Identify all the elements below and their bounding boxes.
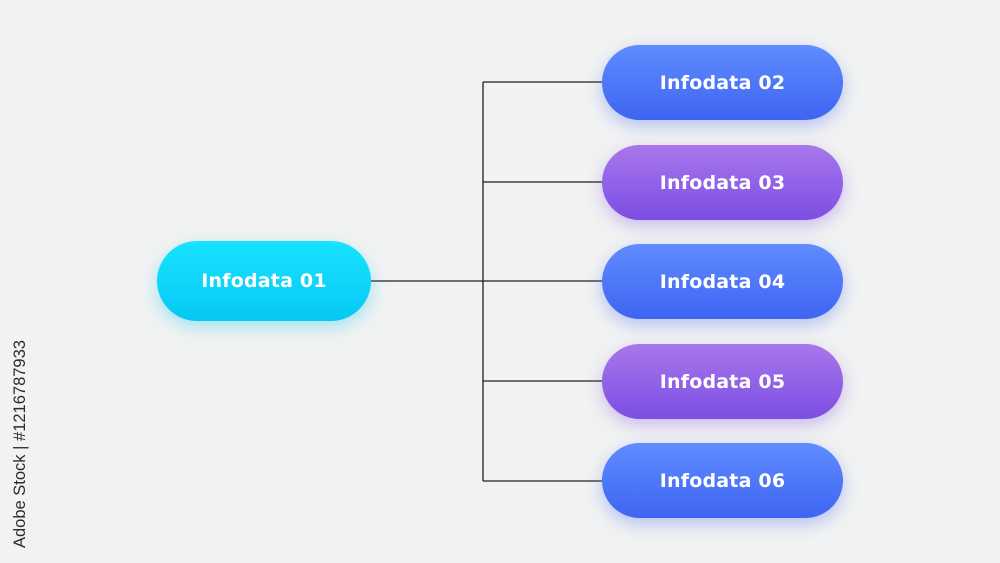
root-node: Infodata 01 bbox=[157, 241, 371, 321]
child-node-06: Infodata 06 bbox=[602, 443, 843, 518]
child-node-label: Infodata 02 bbox=[659, 71, 786, 94]
root-node-label: Infodata 01 bbox=[201, 270, 327, 292]
child-node-02: Infodata 02 bbox=[602, 45, 843, 120]
child-node-label: Infodata 04 bbox=[659, 270, 786, 293]
stock-credit-text: Adobe Stock | #1216787933 bbox=[11, 340, 29, 548]
child-node-label: Infodata 03 bbox=[659, 171, 786, 194]
child-node-05: Infodata 05 bbox=[602, 344, 843, 419]
child-node-label: Infodata 05 bbox=[659, 370, 786, 393]
child-node-04: Infodata 04 bbox=[602, 244, 843, 319]
child-node-label: Infodata 06 bbox=[659, 469, 786, 492]
child-node-03: Infodata 03 bbox=[602, 145, 843, 220]
